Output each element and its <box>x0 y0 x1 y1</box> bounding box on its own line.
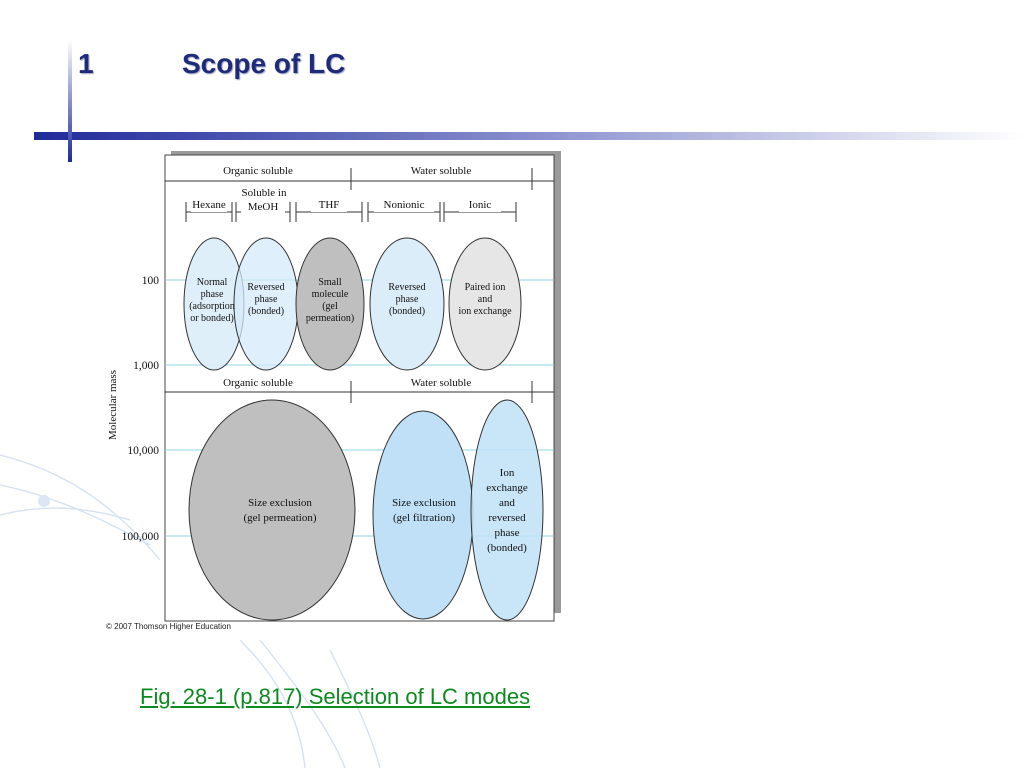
ion-exchange-line-3: and <box>499 497 515 509</box>
reversed-phase-organic-line-2: phase <box>255 294 278 305</box>
reversed-phase-organic-line-1: Reversed <box>247 282 284 293</box>
y-tick-10000: 10,000 <box>127 445 159 457</box>
size-exclusion-permeation-line-1: Size exclusion <box>248 497 312 509</box>
small-molecule-line-3: (gel <box>322 301 338 312</box>
figure-caption-link[interactable]: Fig. 28-1 (p.817) Selection of LC modes <box>140 684 531 709</box>
y-tick-100: 100 <box>142 275 160 287</box>
slide-title: Scope of LC <box>182 48 346 79</box>
small-molecule-line-4: permeation) <box>306 313 354 324</box>
mode-paired-ion-exchange <box>448 237 522 371</box>
mode-small-molecule-gel-permeation <box>295 237 365 371</box>
mode-size-exclusion-gel-permeation <box>188 399 356 621</box>
solvent-thf-label: THF <box>319 199 340 211</box>
mode-reversed-phase-nonionic <box>369 237 445 371</box>
reversed-phase-nonionic-line-3: (bonded) <box>389 306 425 317</box>
ion-exchange-line-1: Ion <box>500 467 515 479</box>
size-exclusion-filtration-line-1: Size exclusion <box>392 497 456 509</box>
normal-phase-line-2: phase <box>201 289 224 300</box>
top-group-left-label: Organic soluble <box>223 165 293 177</box>
solvent-meoh-label: MeOH <box>248 201 279 213</box>
small-molecule-line-2: molecule <box>312 289 349 300</box>
size-exclusion-filtration-line-2: (gel filtration) <box>393 512 455 524</box>
mode-ion-exchange-reversed-phase <box>470 399 544 621</box>
paired-ion-line-3: ion exchange <box>458 306 512 317</box>
mid-group-right-label: Water soluble <box>411 377 472 389</box>
decorative-dot <box>38 495 50 507</box>
y-tick-1000: 1,000 <box>133 360 159 372</box>
paired-ion-line-1: Paired ion <box>465 282 506 293</box>
ion-exchange-line-5: phase <box>494 527 519 539</box>
figure-copyright: © 2007 Thomson Higher Education <box>106 622 231 631</box>
size-exclusion-permeation-line-2: (gel permeation) <box>244 512 317 524</box>
header-vertical-rule <box>68 40 72 162</box>
slide-number: 1 <box>78 48 94 79</box>
solvent-soluble-in-label: Soluble in <box>242 187 287 199</box>
y-axis-label: Molecular mass <box>107 370 119 440</box>
reversed-phase-nonionic-line-2: phase <box>396 294 419 305</box>
ion-exchange-line-4: reversed <box>488 512 526 524</box>
solvent-hexane-label: Hexane <box>192 199 226 211</box>
small-molecule-line-1: Small <box>318 277 342 288</box>
solvent-nonionic-label: Nonionic <box>384 199 425 211</box>
mid-group-left-label: Organic soluble <box>223 377 293 389</box>
decorative-swooshes <box>0 454 381 768</box>
reversed-phase-organic-line-3: (bonded) <box>248 306 284 317</box>
top-group-right-label: Water soluble <box>411 165 472 177</box>
header-rule <box>34 132 1024 140</box>
reversed-phase-nonionic-line-1: Reversed <box>388 282 425 293</box>
paired-ion-line-2: and <box>478 294 492 305</box>
normal-phase-line-1: Normal <box>197 277 228 288</box>
normal-phase-line-4: or bonded) <box>190 313 234 324</box>
ion-exchange-line-6: (bonded) <box>487 542 527 554</box>
ion-exchange-line-2: exchange <box>486 482 528 494</box>
y-tick-100000: 100,000 <box>122 531 160 543</box>
solvent-ionic-label: Ionic <box>469 199 492 211</box>
normal-phase-line-3: (adsorption <box>189 301 235 312</box>
